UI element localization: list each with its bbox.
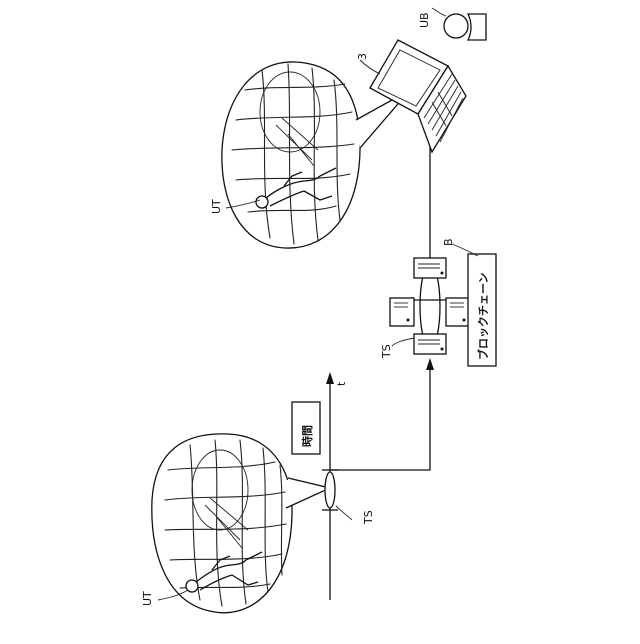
- laptop-icon: 3: [356, 40, 466, 152]
- time-axis-arrowhead: [326, 372, 334, 384]
- blockchain-network: TS: [380, 258, 470, 359]
- blockchain-name: ブロックチェーン: [476, 273, 490, 360]
- user-ref: UB: [418, 12, 431, 28]
- scene-bubble-left: [152, 434, 330, 613]
- blockchain-node-bottom: [414, 334, 446, 354]
- blockchain-ref: B: [442, 238, 455, 246]
- ts-label-right: TS: [380, 344, 393, 359]
- time-label-box: 時間: [292, 402, 320, 454]
- blockchain-node-right: [446, 298, 470, 326]
- user-icon: UB: [418, 8, 486, 40]
- time-axis-label: t: [335, 381, 348, 386]
- blockchain-node-top: [414, 258, 446, 278]
- ts-label-left: TS: [362, 510, 375, 525]
- ut-label-left: UT: [141, 591, 154, 606]
- laptop-ref: 3: [356, 53, 369, 60]
- ut-label-right: UT: [210, 199, 223, 214]
- connector-to-blockchain: [330, 358, 434, 470]
- blockchain-node-left: [390, 298, 414, 326]
- time-label: 時間: [300, 425, 314, 447]
